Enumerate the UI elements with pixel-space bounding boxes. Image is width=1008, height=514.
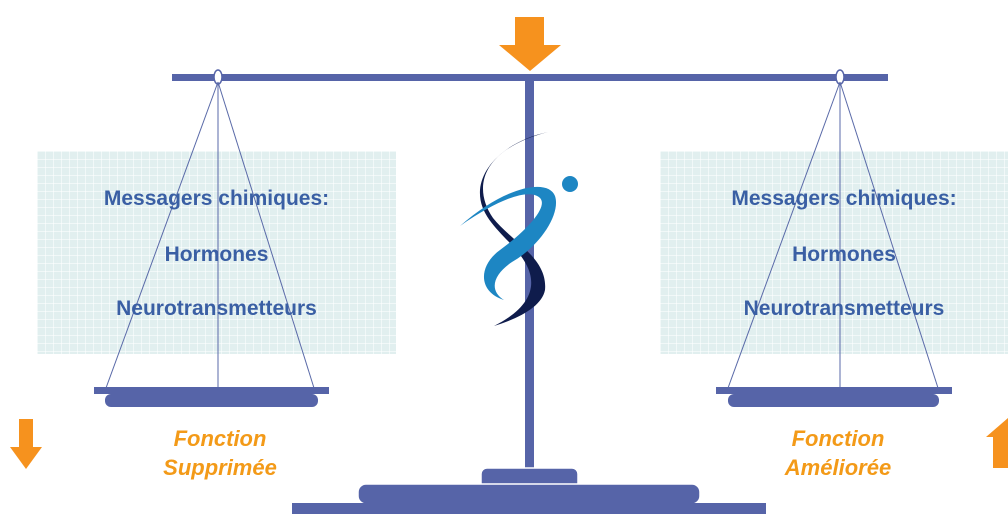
right-caption-line2: Améliorée	[784, 455, 892, 480]
left-hormones-label: Hormones	[164, 243, 269, 266]
scale-stand-base	[292, 503, 766, 514]
scale-pole	[525, 81, 534, 476]
right-pan-bowl	[728, 394, 939, 407]
helix-logo-icon	[460, 132, 578, 326]
arrow-down-icon	[499, 17, 561, 71]
arrow-down-icon	[10, 419, 42, 469]
left-heading: Messagers chimiques:	[103, 187, 330, 210]
right-neurotransmitters-label: Neurotransmetteurs	[743, 297, 945, 320]
left-neurotransmitters-label: Neurotransmetteurs	[116, 297, 317, 320]
left-pan-plate	[94, 387, 329, 394]
right-hormones-label: Hormones	[792, 243, 896, 266]
left-pan-bowl	[105, 394, 318, 407]
right-text-panel	[660, 151, 1008, 354]
right-strings	[727, 81, 939, 389]
left-caption-line1: Fonction	[173, 426, 267, 451]
arrow-up-icon	[986, 418, 1008, 468]
right-heading: Messagers chimiques:	[731, 187, 957, 210]
scale-beam	[172, 74, 888, 81]
left-strings	[105, 81, 315, 389]
left-text-panel	[37, 151, 396, 354]
right-pan-plate	[716, 387, 952, 394]
left-caption-line2: Supprimée	[163, 455, 277, 480]
right-pivot	[835, 69, 845, 85]
right-caption-line1: Fonction	[791, 426, 885, 451]
scale-stand-middle	[357, 483, 701, 505]
left-pivot	[213, 69, 223, 85]
